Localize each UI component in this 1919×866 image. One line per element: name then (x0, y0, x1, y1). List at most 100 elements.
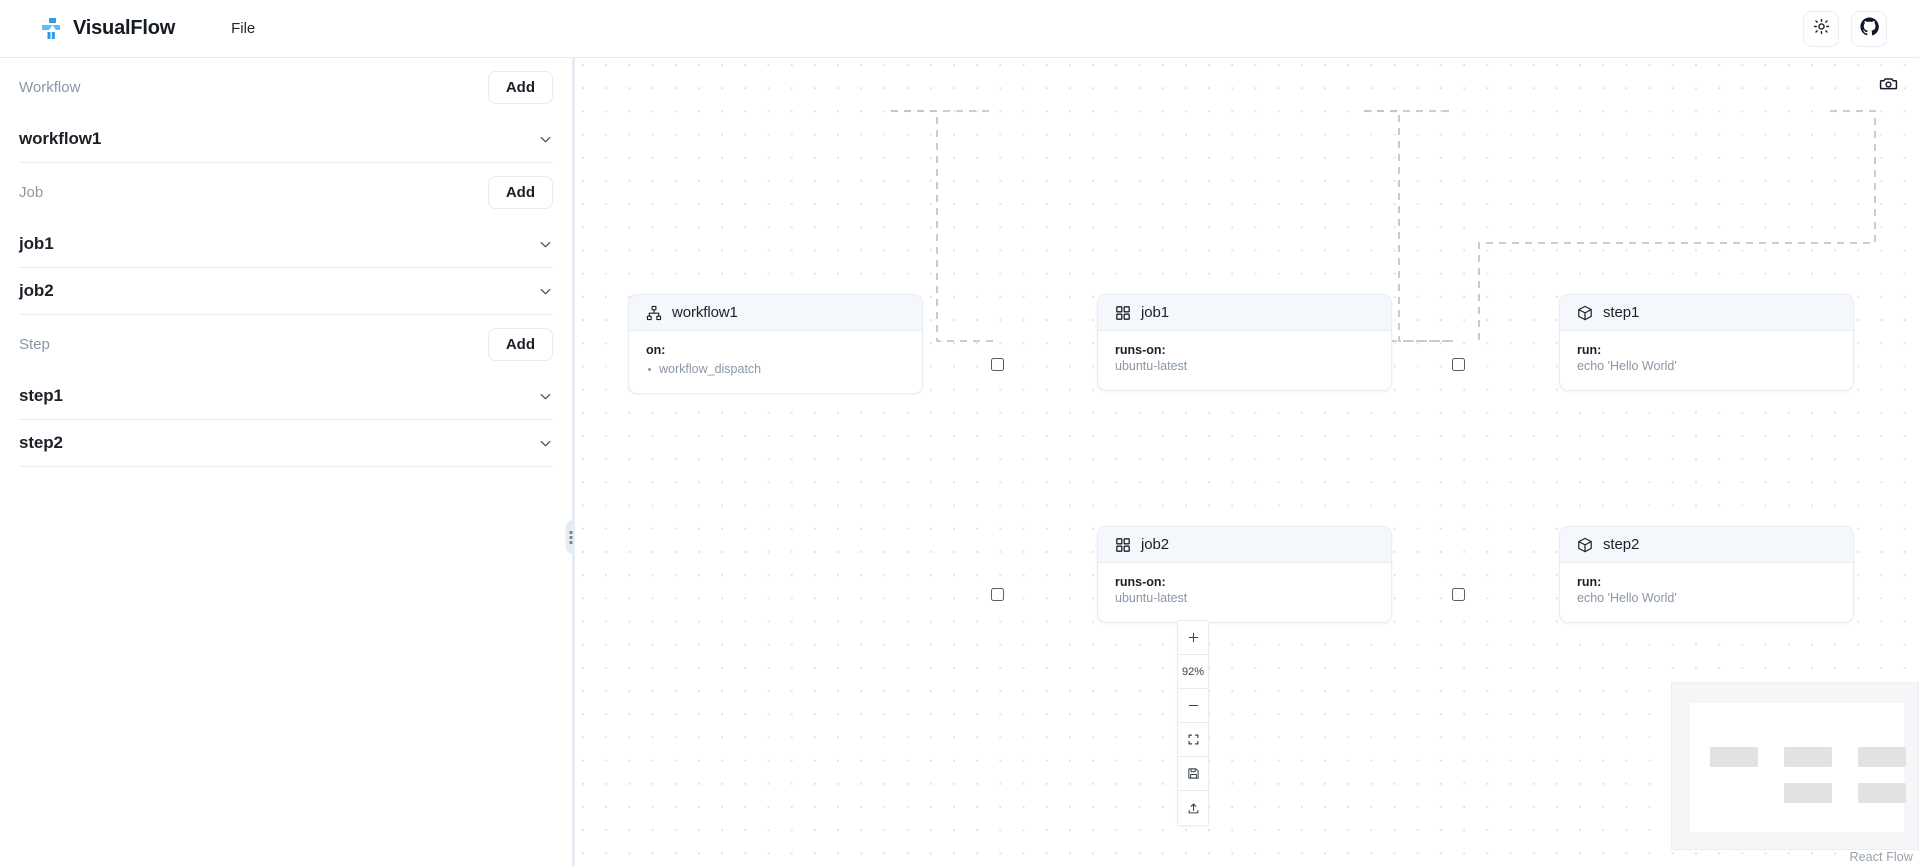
node-title: job1 (1141, 304, 1169, 321)
node-header: workflow1 (629, 295, 922, 331)
node-workflow1[interactable]: workflow1 on: workflow_dispatch (628, 294, 923, 394)
floppy-save-icon (1187, 767, 1200, 780)
sidebar-item-label: step2 (19, 433, 63, 452)
handle-step2-target[interactable] (1452, 588, 1465, 601)
node-body: on: workflow_dispatch (629, 331, 922, 393)
add-workflow-button[interactable]: Add (487, 70, 553, 104)
sidebar-section-step-header: Step Add (19, 315, 553, 373)
zoom-out-button[interactable] (1178, 689, 1208, 723)
sidebar-item-job2[interactable]: job2 (19, 268, 553, 315)
export-button[interactable] (1178, 791, 1208, 825)
node-bullet-list: workflow_dispatch (646, 361, 905, 377)
add-job-button[interactable]: Add (487, 175, 553, 209)
node-body: run: echo 'Hello World' (1560, 563, 1853, 622)
node-value: ubuntu-latest (1115, 358, 1188, 373)
brand-name: VisualFlow (73, 17, 176, 39)
minimap[interactable] (1671, 682, 1919, 850)
node-key: run: (1577, 343, 1602, 357)
theme-toggle-button[interactable] (1803, 10, 1839, 47)
sidebar-section-title-workflow: Workflow (19, 78, 81, 96)
node-job1[interactable]: job1 runs-on: ubuntu-latest (1097, 294, 1392, 392)
node-key: runs-on: (1115, 343, 1166, 357)
node-bullet-item: workflow_dispatch (646, 361, 905, 377)
menu-bar: File (221, 14, 265, 43)
zoom-level-display: 92% (1178, 655, 1208, 689)
minimap-node (1784, 747, 1832, 767)
minus-icon (1187, 699, 1200, 712)
app-body: Workflow Add workflow1 Job Add job1 (0, 58, 1919, 866)
chevron-down-icon[interactable] (538, 284, 553, 299)
minimap-node (1858, 783, 1906, 803)
minimap-node (1784, 783, 1832, 803)
add-step-button[interactable]: Add (487, 327, 553, 361)
sidebar-item-label: job1 (19, 234, 54, 253)
sidebar-item-step2[interactable]: step2 (19, 420, 553, 467)
node-title: job2 (1141, 536, 1169, 553)
node-key: runs-on: (1115, 575, 1166, 589)
node-header: job2 (1098, 527, 1391, 563)
sidebar: Workflow Add workflow1 Job Add job1 (0, 58, 572, 866)
plus-icon (1187, 631, 1200, 644)
sidebar-item-job1[interactable]: job1 (19, 221, 553, 268)
minimap-node (1710, 747, 1758, 767)
sidebar-section-title-job: Job (19, 183, 44, 201)
top-actions (1803, 10, 1887, 47)
node-value: echo 'Hello World' (1577, 590, 1677, 605)
camera-icon (1879, 74, 1898, 98)
cube-icon (1577, 305, 1593, 321)
chevron-down-icon[interactable] (538, 237, 553, 252)
node-job2[interactable]: job2 runs-on: ubuntu-latest (1097, 526, 1392, 624)
node-title: step2 (1603, 536, 1640, 553)
sidebar-item-workflow1[interactable]: workflow1 (19, 116, 553, 163)
fit-view-button[interactable] (1178, 723, 1208, 757)
github-link-button[interactable] (1851, 10, 1887, 47)
node-header: job1 (1098, 295, 1391, 331)
sidebar-item-step1[interactable]: step1 (19, 373, 553, 420)
save-button[interactable] (1178, 757, 1208, 791)
sitemap-logo-icon (40, 17, 62, 41)
sidebar-item-label: job2 (19, 281, 54, 300)
grid-squares-icon (1115, 305, 1131, 321)
node-value: echo 'Hello World' (1577, 358, 1677, 373)
menu-file[interactable]: File (231, 20, 256, 37)
node-step2[interactable]: step2 run: echo 'Hello World' (1559, 526, 1854, 624)
screenshot-button[interactable] (1873, 72, 1903, 100)
react-flow-attribution[interactable]: React Flow (1849, 850, 1913, 864)
sidebar-section-title-step: Step (19, 335, 50, 353)
node-title: step1 (1603, 304, 1640, 321)
node-key: run: (1577, 575, 1602, 589)
node-body: runs-on: ubuntu-latest (1098, 331, 1391, 390)
handle-step1-target[interactable] (1452, 358, 1465, 371)
chevron-down-icon[interactable] (538, 389, 553, 404)
zoom-in-button[interactable] (1178, 621, 1208, 655)
sun-icon (1813, 18, 1830, 40)
handle-job1-target[interactable] (991, 358, 1004, 371)
sidebar-item-label: step1 (19, 386, 63, 405)
node-title: workflow1 (672, 304, 738, 321)
sidebar-section-workflow-header: Workflow Add (19, 58, 553, 116)
upload-export-icon (1187, 802, 1200, 815)
handle-job2-target[interactable] (991, 588, 1004, 601)
chevron-down-icon[interactable] (538, 436, 553, 451)
github-icon (1859, 16, 1879, 41)
grid-squares-icon (1115, 537, 1131, 553)
node-key: on: (646, 343, 666, 357)
flow-controls: 92% (1177, 620, 1209, 826)
node-body: run: echo 'Hello World' (1560, 331, 1853, 390)
chevron-down-icon[interactable] (538, 132, 553, 147)
node-header: step2 (1560, 527, 1853, 563)
flow-canvas[interactable]: workflow1 on: workflow_dispatch (575, 58, 1919, 866)
top-bar: VisualFlow File (0, 0, 1919, 58)
fit-view-icon (1187, 733, 1200, 746)
cube-icon (1577, 537, 1593, 553)
node-header: step1 (1560, 295, 1853, 331)
minimap-node (1858, 747, 1906, 767)
sidebar-section-job-header: Job Add (19, 163, 553, 221)
node-step1[interactable]: step1 run: echo 'Hello World' (1559, 294, 1854, 392)
brand: VisualFlow (40, 17, 175, 41)
sitemap-icon (646, 305, 662, 321)
node-value: ubuntu-latest (1115, 590, 1188, 605)
node-body: runs-on: ubuntu-latest (1098, 563, 1391, 622)
minimap-viewport (1690, 703, 1906, 832)
